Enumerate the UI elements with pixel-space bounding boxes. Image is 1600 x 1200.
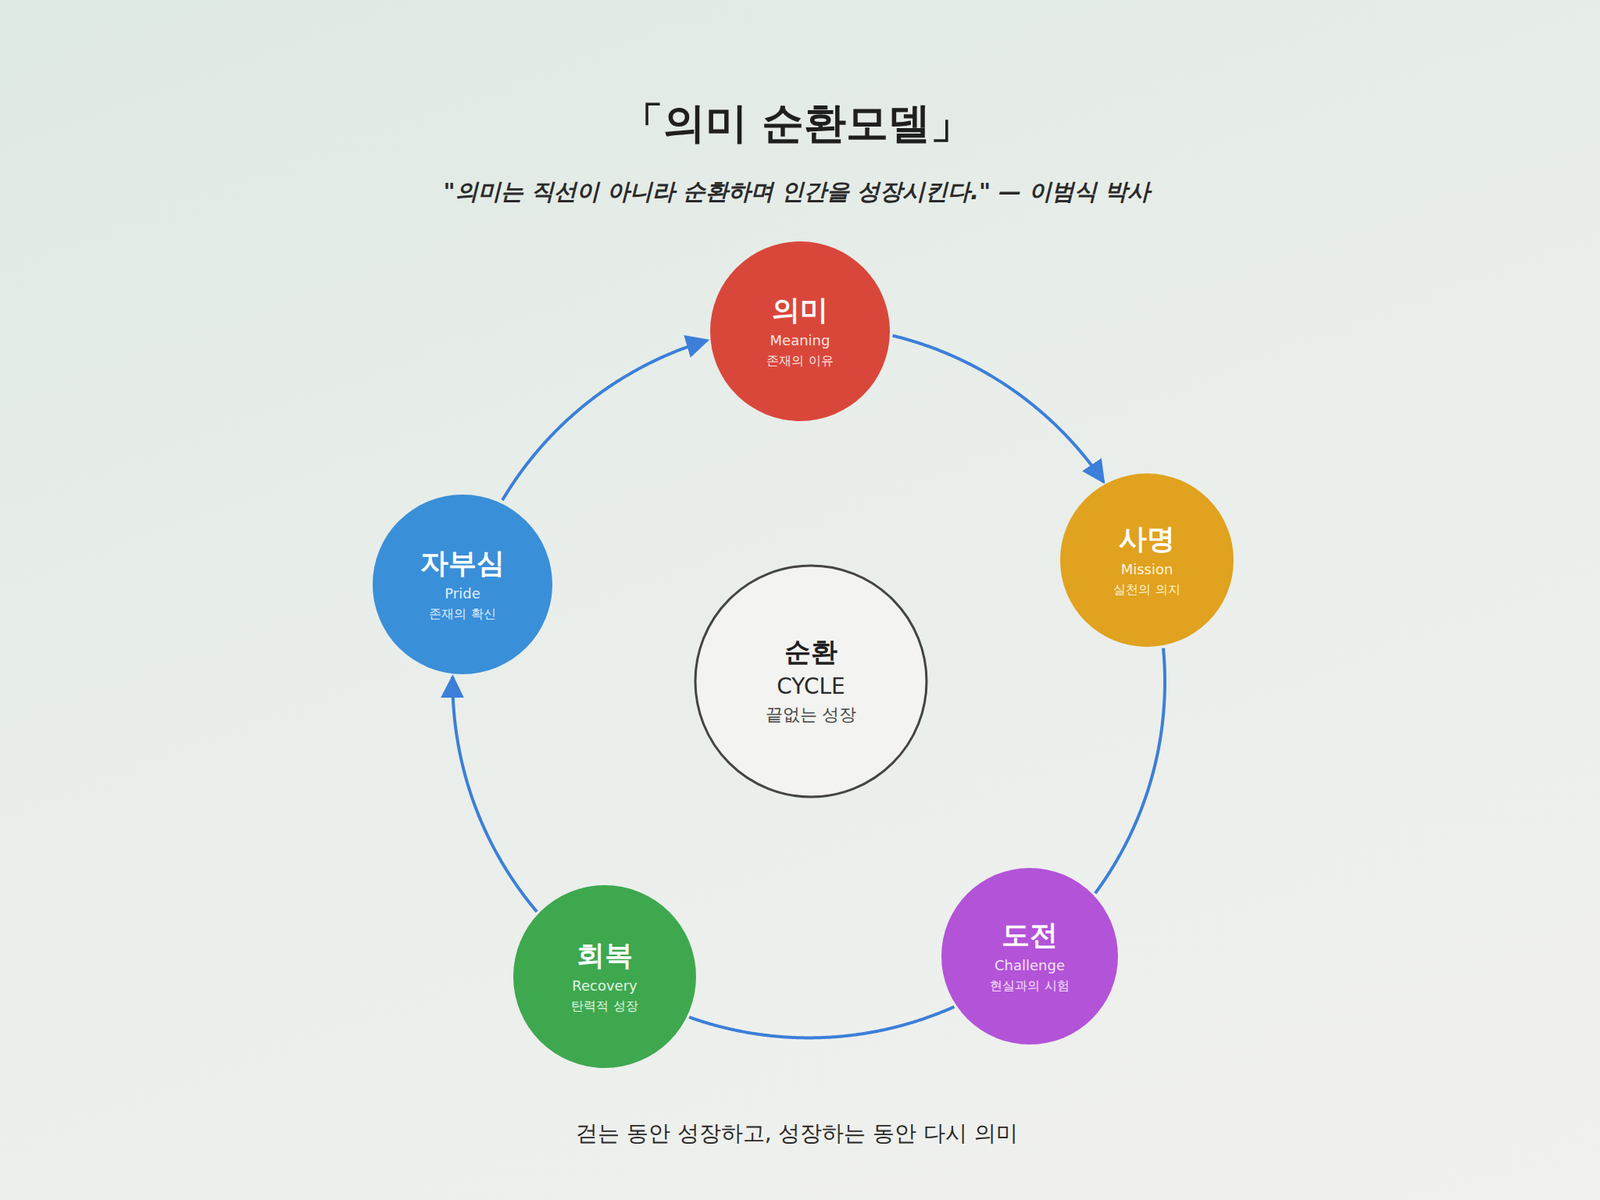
circle-fill	[1060, 473, 1234, 647]
step-english: Mission	[1121, 560, 1174, 579]
step-description: 존재의 확신	[428, 606, 496, 623]
circle-outline	[1060, 473, 1234, 647]
step-english: Challenge	[994, 956, 1065, 975]
step-english: Meaning	[770, 331, 831, 350]
cycle-step-circle: 자부심Pride 존재의 확신	[372, 494, 553, 675]
circle-fill	[695, 565, 927, 797]
step-title: 순환	[784, 634, 838, 669]
cycle-step-circle: 회복Recovery 탄력적 성장	[513, 885, 697, 1068]
center-circle: 순환 CYCLE끝없는 성장	[693, 564, 929, 799]
cycle-step-circle: 사명 Mission 실천의 의지	[1060, 473, 1234, 647]
cycle-arrow	[1095, 648, 1165, 894]
cycle-arrow	[689, 1007, 954, 1039]
circle-outline	[372, 494, 553, 675]
quote-text: "의미는 직선이 아니라 순환하며 인간을 성장시킨다." — 이범식 박사	[0, 176, 1594, 208]
cycle-arrow	[892, 335, 1104, 483]
title: 「의미 순환모델」	[0, 95, 1594, 153]
cycle-arrow	[502, 340, 708, 501]
step-english: Pride	[444, 584, 480, 603]
step-english: Recovery	[571, 976, 637, 995]
cycle-step-circle: 의미 Meaning 존재의 이유	[710, 241, 890, 422]
circle-outline	[710, 241, 890, 422]
step-description: 탄력적 성장	[571, 998, 638, 1015]
circle-fill	[941, 867, 1118, 1045]
step-title: 의미	[771, 292, 829, 329]
step-title: 도전	[1001, 917, 1058, 954]
step-description: 실천의 의지	[1113, 582, 1180, 599]
step-description: 끝없는 성장	[765, 703, 858, 727]
cycle-step-circle: 도전 Challenge 현실과의 시험	[941, 867, 1118, 1045]
circle-outline	[513, 885, 697, 1068]
step-title: 사명	[1118, 521, 1175, 558]
cycle-arrow	[452, 676, 537, 912]
step-title: 자부심	[420, 545, 505, 583]
circle-fill	[710, 241, 890, 422]
circle-fill	[513, 885, 697, 1068]
step-title: 회복	[576, 937, 633, 975]
caption: 걷는 동안 성장하고, 성장하는 동안 다시 의미	[0, 1118, 1594, 1149]
step-english: CYCLE	[776, 672, 845, 701]
step-description: 현실과의 시험	[989, 978, 1069, 995]
step-description: 존재의 이유	[766, 353, 833, 370]
circle-outline	[941, 867, 1118, 1045]
circle-fill	[372, 494, 553, 675]
